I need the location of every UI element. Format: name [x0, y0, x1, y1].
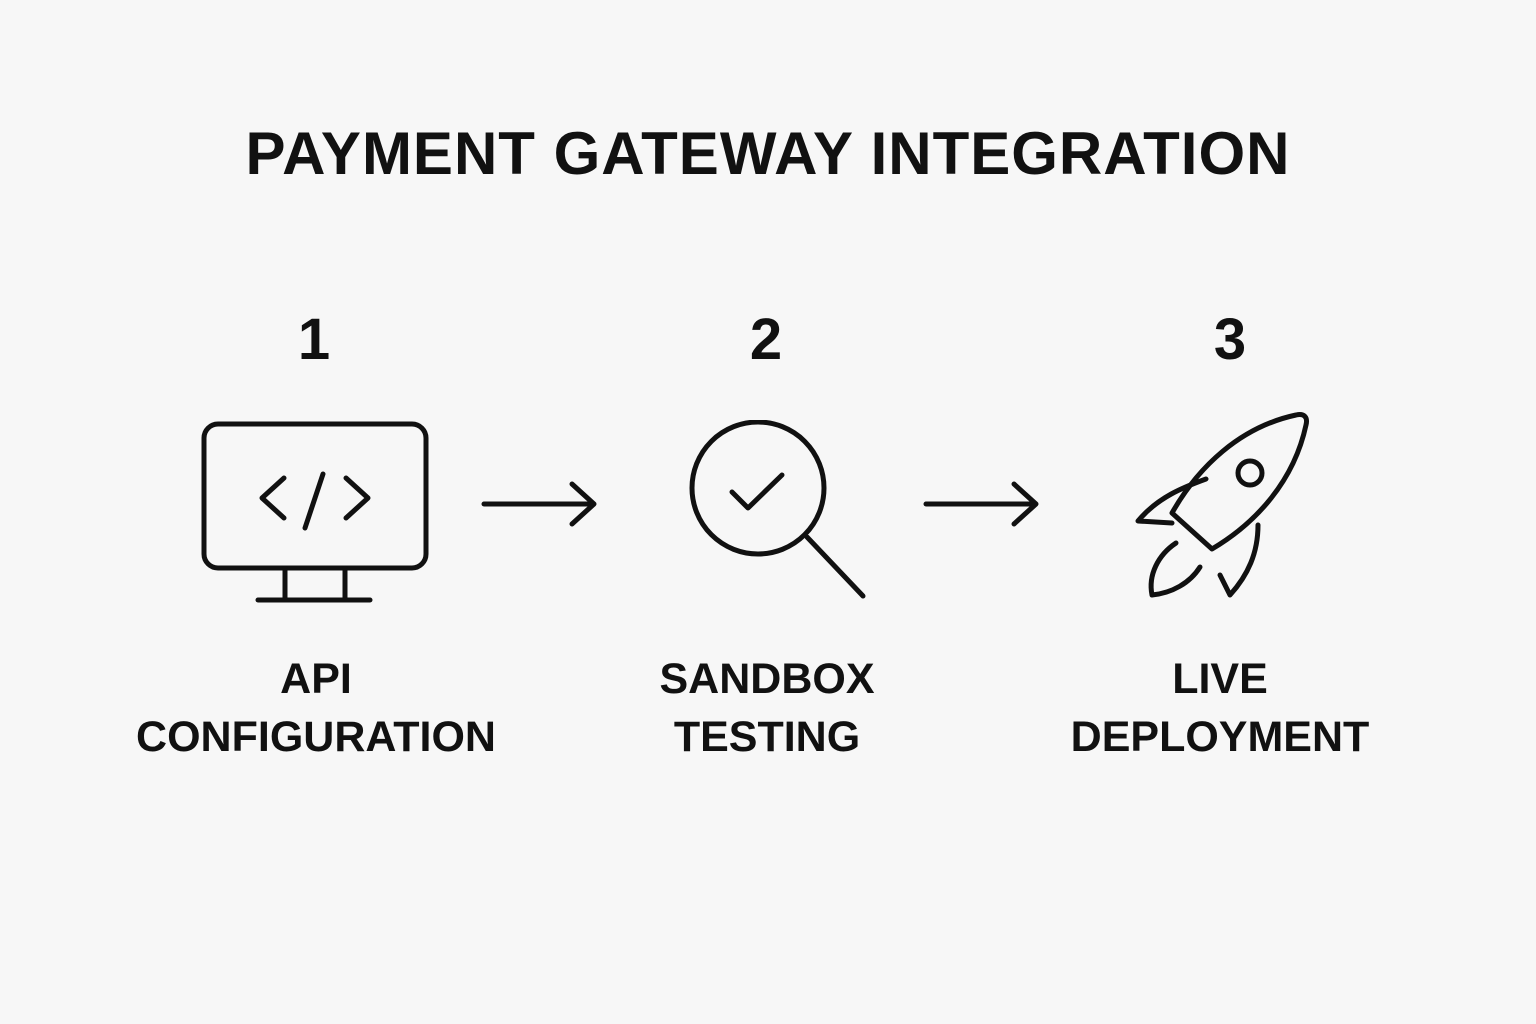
- diagram-title: PAYMENT GATEWAY INTEGRATION: [245, 120, 1291, 187]
- step-2-label-line2: TESTING: [673, 713, 861, 761]
- arrow-right-icon: [922, 478, 1046, 530]
- step-1-label: API CONFIGURATION: [86, 650, 546, 766]
- step-2-number: 2: [749, 307, 783, 372]
- step-3-label: LIVE DEPLOYMENT: [990, 650, 1450, 766]
- step-3-number: 3: [1213, 307, 1247, 372]
- step-1-label-line2: CONFIGURATION: [136, 713, 496, 761]
- step-3-label-line1: LIVE: [1172, 655, 1268, 703]
- code-monitor-icon: [200, 420, 432, 606]
- magnifier-check-icon: [684, 420, 870, 606]
- step-1-number: 1: [297, 307, 331, 372]
- step-3-label-line2: DEPLOYMENT: [1070, 713, 1370, 761]
- step-1-label-line1: API: [280, 655, 352, 703]
- rocket-icon: [1128, 405, 1312, 605]
- step-2-label-line1: SANDBOX: [659, 655, 875, 703]
- step-2-label: SANDBOX TESTING: [537, 650, 997, 766]
- arrow-right-icon: [480, 478, 604, 530]
